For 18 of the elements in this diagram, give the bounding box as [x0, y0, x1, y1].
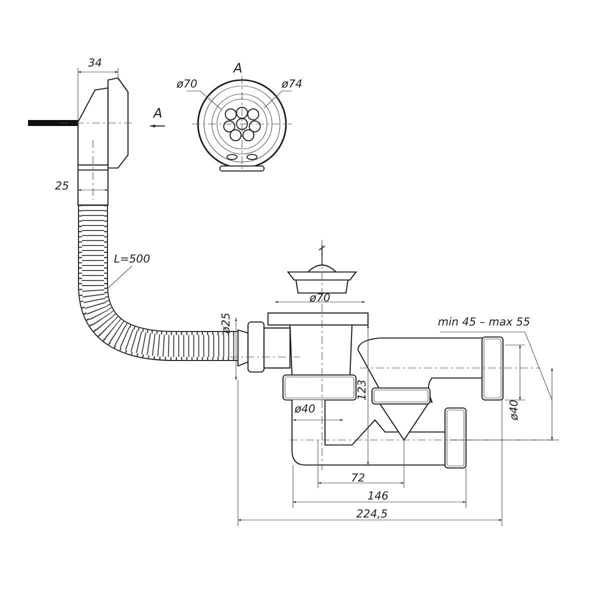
dimension-label: ø40	[508, 400, 520, 420]
dimension-label: 146	[368, 490, 388, 502]
dimension-label: ø40	[294, 404, 316, 414]
leader-line	[106, 266, 132, 290]
dimension-label: ø74	[282, 78, 302, 90]
length-label: L=500	[114, 254, 150, 264]
dimension-label: 72	[351, 472, 365, 484]
dimension-label: 34	[88, 58, 102, 68]
dimension-label: 123	[356, 380, 368, 400]
dimension-label: ø70	[310, 292, 330, 304]
dimension-label: ø70	[176, 78, 198, 90]
section-label: A	[154, 108, 162, 120]
dimension-label: 224,5	[356, 508, 388, 520]
dimension-label: min 45 – max 55	[438, 316, 530, 328]
section-label: A	[234, 62, 242, 76]
leader-line	[186, 90, 222, 110]
leader-line	[264, 90, 292, 108]
dimension-label: 25	[55, 180, 69, 192]
